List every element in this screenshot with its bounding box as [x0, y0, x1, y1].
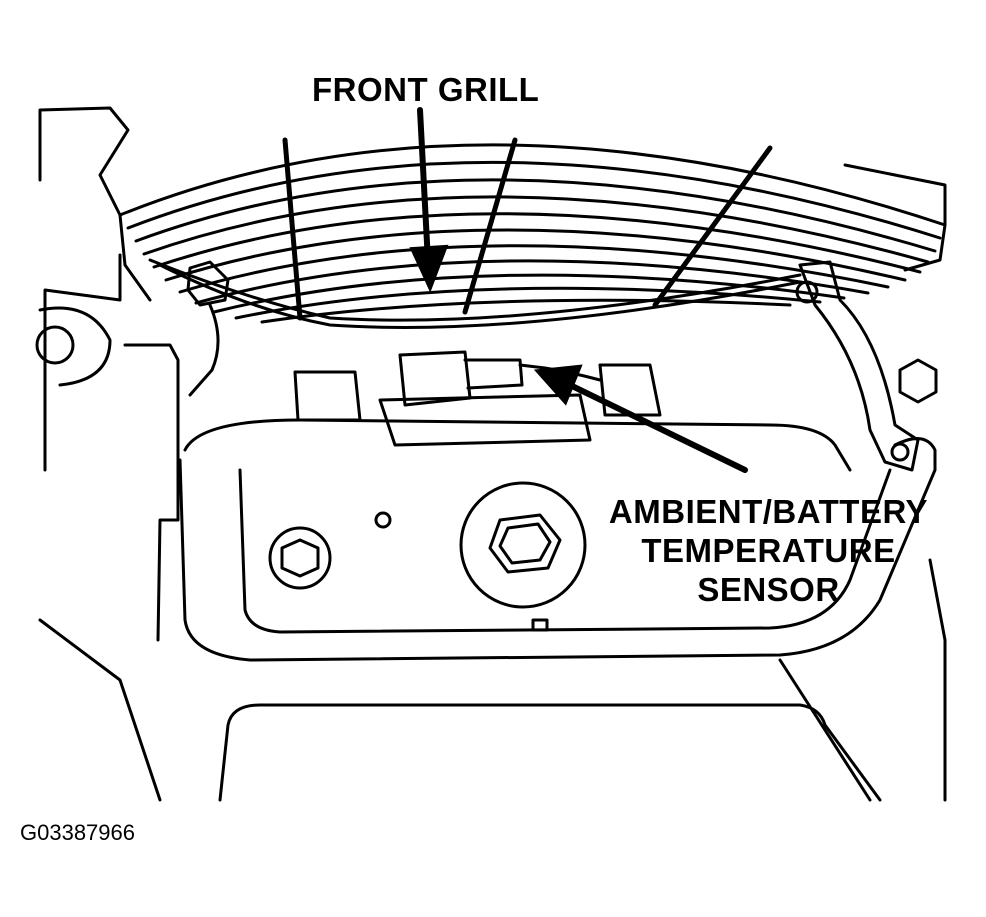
- lower-right-brace: [778, 658, 872, 802]
- sensor-bracket-right: [598, 363, 662, 417]
- sensor-label-line-2: TEMPERATURE: [641, 532, 896, 569]
- front-grill-label: FRONT GRILL: [312, 71, 540, 108]
- sensor-arrowhead: [533, 364, 583, 406]
- right-fender-outline: [843, 163, 947, 272]
- hood-latch-left: [43, 253, 122, 472]
- left-mount-hole: [35, 325, 75, 365]
- crossmember-inner-edge: [238, 468, 892, 634]
- figure-code: G03387966: [20, 820, 135, 845]
- sensor-arrow-shaft: [567, 382, 748, 473]
- sensor-tip: [463, 358, 524, 390]
- crossmember-slot: [531, 618, 549, 632]
- left-mount: [38, 306, 112, 387]
- right-strap-bolt: [795, 280, 819, 304]
- lower-left-fender: [38, 618, 162, 802]
- grill-support-bars: [282, 137, 773, 321]
- center-bolt-head: [488, 513, 562, 574]
- front-grill-arrow-shaft: [417, 107, 431, 265]
- right-hex-bolt: [898, 358, 938, 404]
- sensor-label-line-1: AMBIENT/BATTERY: [608, 493, 929, 530]
- sensor-label: AMBIENT/BATTERY TEMPERATURE SENSOR: [596, 492, 941, 609]
- left-fender-outline: [38, 106, 152, 302]
- front-grill-slats: [118, 143, 947, 324]
- center-bolt-face: [498, 522, 552, 565]
- sensor-mount-plate: [378, 393, 592, 447]
- lower-right-fender: [928, 558, 947, 802]
- left-harness-wire-lower: [158, 263, 802, 329]
- sensor-bracket-left: [293, 370, 362, 422]
- right-ground-strap: [798, 260, 920, 472]
- crossmember-body: [178, 437, 937, 662]
- left-ground-strap: [188, 303, 220, 397]
- left-ground-connector: [186, 260, 230, 307]
- right-strap-eyelet: [890, 442, 910, 462]
- front-grill-arrowhead: [409, 244, 449, 293]
- crossmember-hole: [374, 511, 392, 529]
- lower-panel: [218, 703, 882, 802]
- left-side-bracket: [123, 343, 180, 642]
- left-small-bolt: [280, 538, 320, 578]
- left-small-bolt-washer: [268, 526, 332, 590]
- center-bolt-washer: [459, 481, 587, 609]
- sensor-label-line-3: SENSOR: [697, 571, 840, 608]
- callout-arrows: [409, 107, 748, 473]
- crossmember-top-edge: [183, 418, 852, 472]
